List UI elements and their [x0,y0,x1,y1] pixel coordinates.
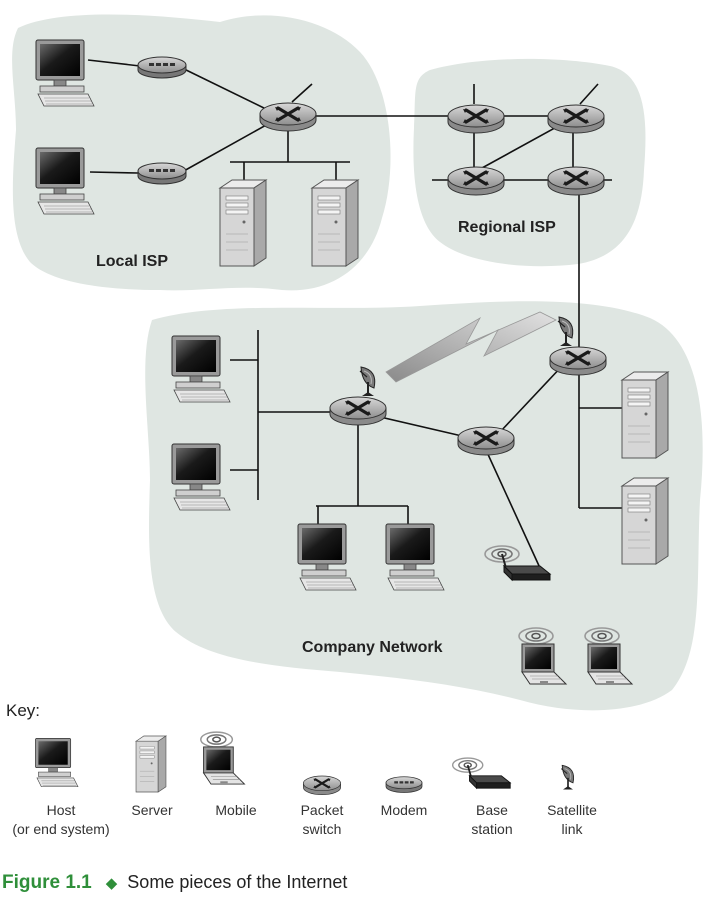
server-icon [311,179,359,267]
host-icon [35,737,79,788]
key-label-satellite-link-line-1: Satellite [547,802,597,818]
figure-caption: Figure 1.1 ◆ Some pieces of the Internet [2,872,347,894]
figure-caption-text: Some pieces of the Internet [127,872,348,892]
server-icon [621,477,669,565]
key-label-packet-switch-line-2: switch [303,821,342,837]
key-label-mobile: Mobile [215,802,256,818]
key-label-satellite-link-line-2: link [561,821,583,837]
key-title: Key: [6,701,40,720]
packet-switch-icon [302,774,342,796]
key-legend: Key: Host (or end system) Server Mobile … [6,701,597,837]
local-isp-cloud [12,14,391,291]
packet-switch-icon [446,165,506,197]
key-label-base-station-line-1: Base [476,802,508,818]
satellite-link-bolt [385,311,557,383]
diamond-icon: ◆ [105,874,118,892]
region-label-regional-isp: Regional ISP [458,219,556,236]
packet-switch-icon [328,395,388,427]
modem-icon [137,56,187,79]
packet-switch-icon [456,425,516,457]
base-station-icon [453,758,511,788]
key-label-base-station-line-2: station [471,821,512,837]
network-links [87,59,624,569]
server-icon [219,179,267,267]
server-icon [621,371,669,459]
modem-icon [137,162,187,185]
company-network-cloud [145,301,703,711]
key-label-server: Server [131,802,173,818]
modem-icon [385,776,423,793]
key-label-modem: Modem [381,802,428,818]
packet-switch-icon [546,103,606,135]
figure-label: Figure 1.1 [2,872,92,893]
region-label-company-network: Company Network [302,639,443,656]
region-label-local-isp: Local ISP [96,253,168,270]
key-label-host-line-1: Host [47,802,76,818]
key-label-host-line-2: (or end system) [12,821,109,837]
packet-switch-icon [258,101,318,133]
key-label-packet-switch-line-1: Packet [301,802,344,818]
satellite-link-icon [560,764,575,791]
packet-switch-icon [548,345,608,377]
server-icon [135,735,167,793]
packet-switch-icon [446,103,506,135]
mobile-icon [201,732,245,784]
packet-switch-icon [546,165,606,197]
